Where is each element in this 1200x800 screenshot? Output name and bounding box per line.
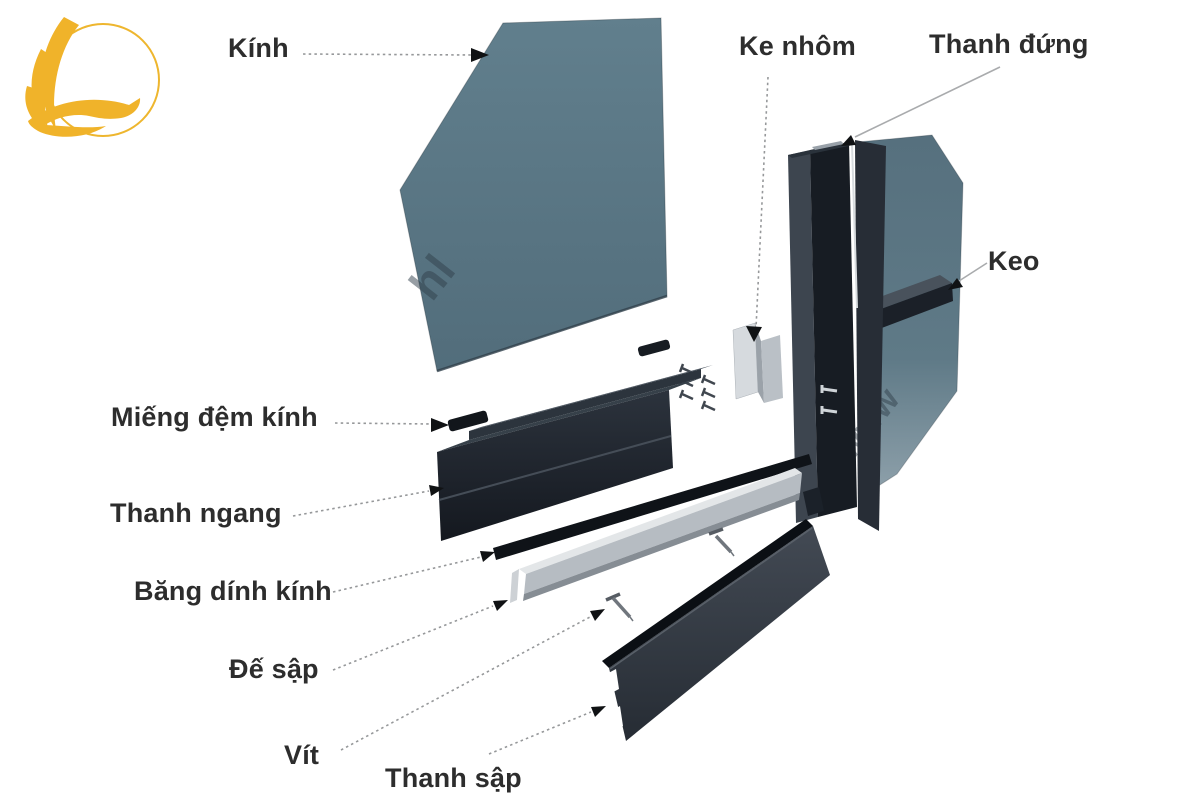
de-sap-leader	[332, 605, 494, 671]
thanh-dung-mullion-cap	[788, 141, 857, 523]
thanh-dung-arrowhead	[841, 135, 856, 146]
keo-arrowhead	[948, 278, 963, 290]
de-sap-base-profile	[510, 468, 802, 603]
label-kinh: Kính	[228, 33, 289, 63]
leader-lines	[292, 48, 1001, 755]
golden-phoenix-logo	[25, 17, 160, 137]
de-sap-arrowhead	[493, 600, 508, 611]
mullion-rear-bar	[855, 140, 886, 531]
bang-dinh-arrowhead	[480, 551, 495, 562]
right-assembly: www	[788, 134, 964, 531]
thanh-dung-leader	[854, 66, 1001, 138]
mullion-screws	[820, 385, 838, 414]
label-vit: Vít	[284, 740, 320, 770]
label-thanh-dung: Thanh đứng	[929, 29, 1089, 59]
mieng-dem-kinh-block	[447, 410, 489, 432]
thanh-sap-cover-bar	[597, 519, 830, 741]
mullion-gap-sliver	[851, 143, 858, 309]
thanh-ngang-arrowhead	[429, 485, 444, 496]
label-thanh-ngang: Thanh ngang	[110, 498, 282, 528]
mieng-leader	[334, 422, 433, 425]
bang-dinh-leader	[332, 556, 482, 593]
logo-bird	[28, 98, 141, 137]
vit-screw-a	[708, 527, 735, 557]
label-de-sap: Đế sập	[229, 654, 319, 684]
kinh-leader	[302, 53, 473, 56]
label-ke-nhom: Ke nhôm	[739, 31, 856, 61]
label-keo: Keo	[988, 246, 1040, 276]
label-bang-dinh-kinh: Băng dính kính	[134, 576, 332, 606]
thanh-sap-arrowhead	[591, 706, 606, 717]
vit-leader	[340, 616, 591, 751]
thanh-ngang-leader	[292, 490, 430, 517]
vit-arrowhead	[590, 609, 605, 621]
keo-leader	[958, 262, 988, 282]
ke-nhom-bracket	[732, 322, 783, 403]
setting-block-small	[637, 339, 671, 357]
thanh-ngang-transom	[437, 365, 713, 541]
label-thanh-sap: Thanh sập	[385, 763, 522, 793]
ke-nhom-arrowhead	[746, 326, 762, 342]
mieng-arrowhead	[431, 418, 449, 432]
glass-panel: hl	[399, 17, 668, 373]
thanh-sap-leader	[488, 711, 592, 755]
bang-dinh-kinh-tape	[493, 454, 812, 560]
logo-feather-1	[41, 17, 79, 130]
vit-screw-b	[605, 592, 634, 622]
label-mieng-dem-kinh: Miếng đệm kính	[111, 402, 318, 432]
ke-nhom-leader	[755, 76, 769, 329]
mullion-end-piece	[803, 487, 824, 516]
kinh-arrowhead	[471, 48, 489, 62]
